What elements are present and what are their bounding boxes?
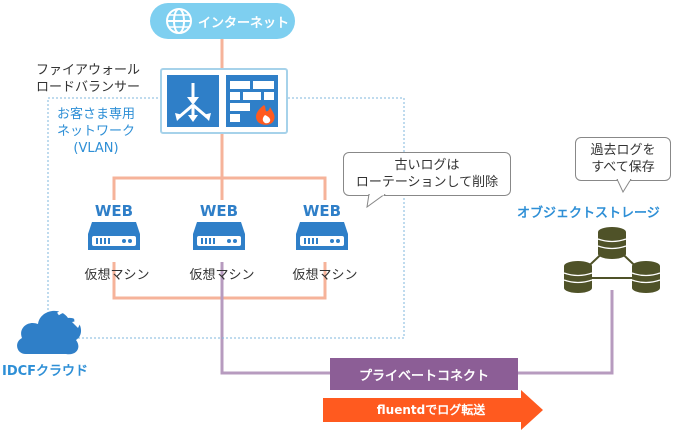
svg-text:WEB: WEB <box>95 202 133 220</box>
cloud-label: IDCFクラウド <box>2 364 89 379</box>
firewall-label-line2: ロードバランサー <box>36 80 141 95</box>
svg-text:WEB: WEB <box>200 202 238 220</box>
private-connect-label: プライベートコネクト <box>358 368 489 384</box>
vm-label: 仮想マシン <box>189 268 255 283</box>
fluentd-arrow <box>323 390 543 430</box>
save-logs-line1: 過去ログを <box>590 143 656 158</box>
object-storage-icon <box>563 227 661 293</box>
delete-logs-callout: 古いログは ローテーションして削除 <box>343 152 511 208</box>
vm-label: 仮想マシン <box>84 268 150 283</box>
delete-logs-bubble: 古いログは ローテーションして削除 <box>343 152 511 196</box>
internet-node: インターネット <box>150 3 295 39</box>
network-label-line1: お客さま専用 <box>56 107 135 122</box>
web-server-2: WEB 仮想マシン <box>177 200 267 283</box>
delete-logs-line1: 古いログは <box>394 158 460 173</box>
web-server-icon: WEB <box>193 202 245 250</box>
web-server-1: WEB 仮想マシン <box>72 200 162 283</box>
firewall-icon <box>226 75 278 127</box>
save-logs-callout: 過去ログを すべて保存 <box>575 137 671 193</box>
save-logs-line2: すべて保存 <box>591 160 655 175</box>
network-label: お客さま専用 ネットワーク (VLAN) <box>52 106 140 157</box>
web-server-3: WEB 仮想マシン <box>280 200 370 283</box>
load-balancer-icon <box>167 75 219 127</box>
save-logs-bubble: 過去ログを すべて保存 <box>575 137 671 181</box>
firewall-label: ファイアウォール ロードバランサー <box>36 62 140 96</box>
bubble-tail <box>366 194 386 208</box>
internet-label: インターネット <box>198 15 290 31</box>
network-label-line2: ネットワーク <box>56 124 135 139</box>
object-storage-label: オブジェクトストレージ <box>517 206 660 221</box>
network-label-line3: (VLAN) <box>73 141 119 156</box>
svg-text:WEB: WEB <box>303 202 341 220</box>
cloud-icon <box>17 309 82 355</box>
fluentd-label: fluentdでログ転送 <box>376 403 486 417</box>
firewall-loadbalancer <box>160 68 288 134</box>
bubble-tail <box>616 179 632 193</box>
firewall-label-line1: ファイアウォール <box>36 63 141 78</box>
private-connect-bar: プライベートコネクト <box>330 358 518 390</box>
web-server-icon: WEB <box>296 202 348 250</box>
delete-logs-line2: ローテーションして削除 <box>355 175 499 190</box>
vm-label: 仮想マシン <box>292 268 358 283</box>
globe-icon <box>166 8 192 34</box>
web-server-icon: WEB <box>88 202 140 250</box>
